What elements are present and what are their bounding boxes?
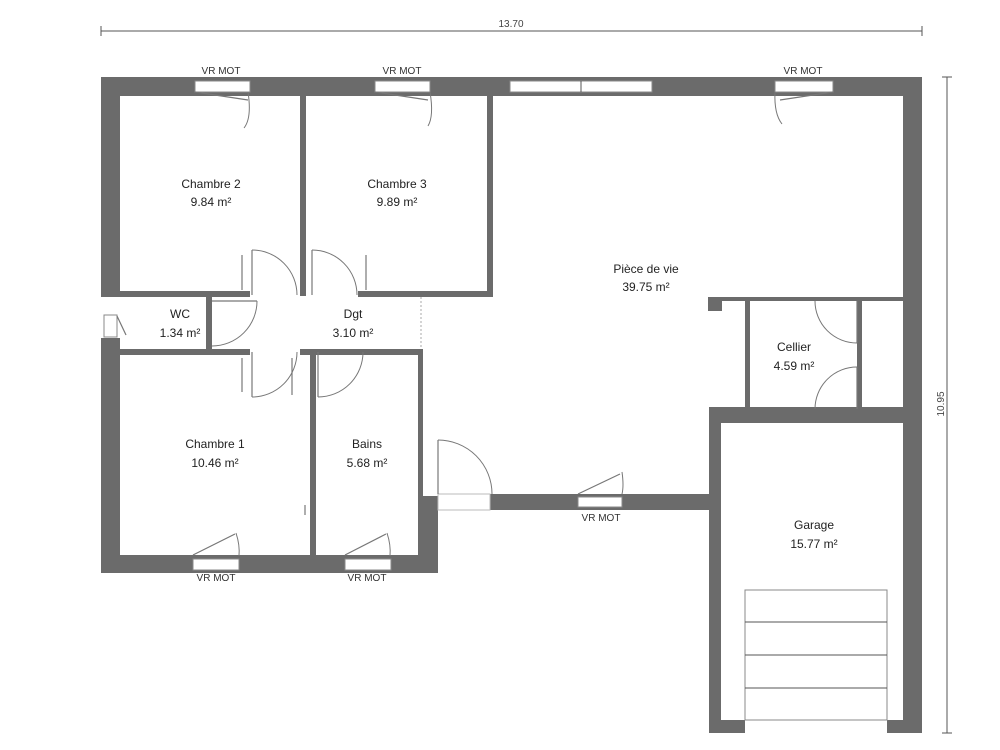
width-dimension-label: 13.70 xyxy=(498,19,523,30)
room-name-piece-de-vie: Pièce de vie xyxy=(613,262,679,276)
entry-threshold xyxy=(437,493,491,511)
window-label-chambre2: VR MOT xyxy=(202,66,241,77)
window-label-living-bottom: VR MOT xyxy=(582,513,621,524)
height-dimension: 10.95 xyxy=(936,76,952,734)
room-name-garage: Garage xyxy=(794,518,834,532)
room-area-chambre1: 10.46 m² xyxy=(191,456,238,470)
window-chambre2 xyxy=(194,80,251,93)
room-name-chambre1: Chambre 1 xyxy=(185,437,245,451)
window-label-chambre3: VR MOT xyxy=(383,66,422,77)
room-name-bains: Bains xyxy=(352,437,382,451)
room-name-dgt: Dgt xyxy=(344,307,363,321)
windows xyxy=(103,80,834,571)
window-chambre3 xyxy=(374,80,431,93)
window-chambre1 xyxy=(192,558,240,571)
room-name-cellier: Cellier xyxy=(777,340,811,354)
window-label-living-top: VR MOT xyxy=(784,66,823,77)
window-wc xyxy=(103,314,118,338)
room-area-chambre2: 9.84 m² xyxy=(191,195,232,209)
room-area-cellier: 4.59 m² xyxy=(774,359,815,373)
window-label-bains: VR MOT xyxy=(348,573,387,584)
window-bains xyxy=(344,558,392,571)
room-area-garage: 15.77 m² xyxy=(790,537,837,551)
width-dimension: 13.70 xyxy=(100,19,923,36)
room-name-chambre2: Chambre 2 xyxy=(181,177,241,191)
door-swings xyxy=(116,91,858,557)
room-name-chambre3: Chambre 3 xyxy=(367,177,427,191)
window-label-chambre1: VR MOT xyxy=(197,573,236,584)
room-area-dgt: 3.10 m² xyxy=(333,326,374,340)
window-living-bottom xyxy=(577,496,623,508)
room-name-wc: WC xyxy=(170,307,190,321)
room-area-bains: 5.68 m² xyxy=(347,456,388,470)
room-area-chambre3: 9.89 m² xyxy=(377,195,418,209)
garage-door xyxy=(744,589,888,721)
room-area-piece-de-vie: 39.75 m² xyxy=(622,280,669,294)
window-living-top xyxy=(774,80,834,93)
room-area-wc: 1.34 m² xyxy=(160,326,201,340)
height-dimension-label: 10.95 xyxy=(936,391,947,416)
